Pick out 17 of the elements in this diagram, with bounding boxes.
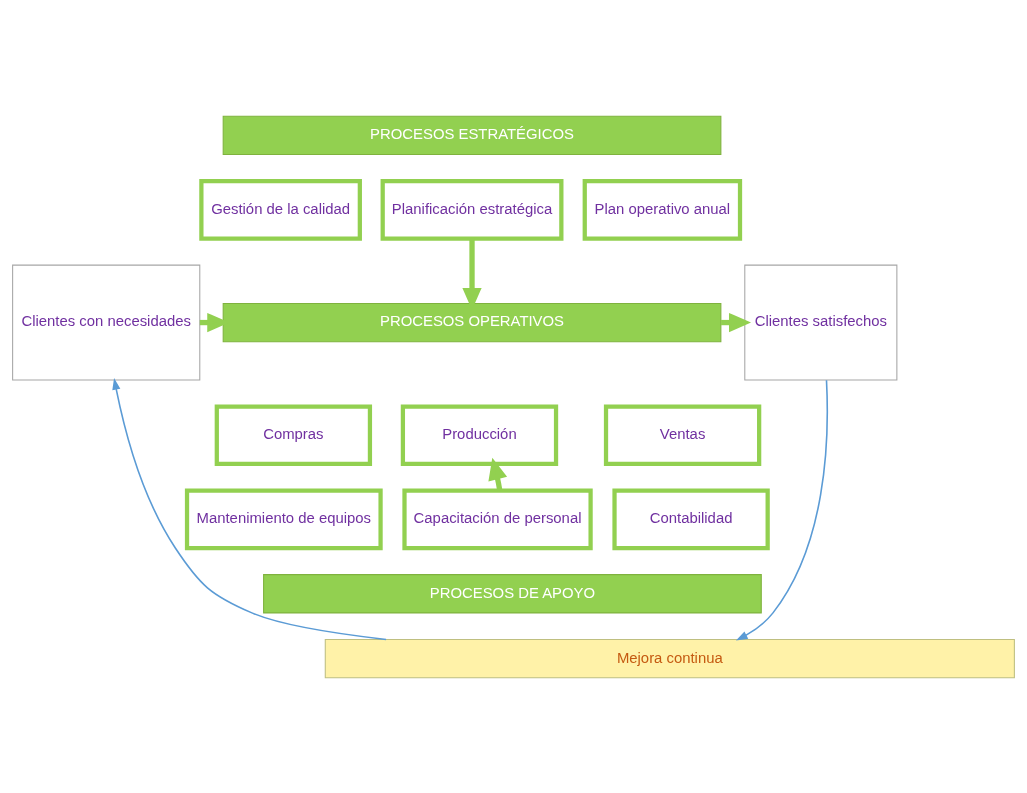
node-box: Gestión de la calidad: [199, 178, 362, 241]
node-box: Plan operativo anual: [582, 178, 743, 241]
node-box: PROCESOS OPERATIVOS: [222, 302, 722, 342]
arrow: [112, 377, 387, 640]
node-box: PROCESOS ESTRATÉGICOS: [222, 115, 722, 155]
node-box: Planificación estratégica: [380, 178, 564, 241]
node-box: Ventas: [603, 403, 762, 466]
node-box: Clientes con necesidades: [12, 264, 201, 380]
node-box: Mantenimiento de equipos: [184, 487, 383, 550]
arrow: [735, 378, 829, 641]
node-box: PROCESOS DE APOYO: [263, 573, 762, 613]
node-box: Producción: [400, 403, 559, 466]
node-box: Capacitación de personal: [402, 487, 593, 550]
node-box: Mejora continua: [324, 638, 1015, 678]
node-box: Contabilidad: [612, 487, 770, 550]
node-box: Compras: [214, 403, 373, 466]
node-box: Clientes satisfechos: [744, 264, 898, 380]
